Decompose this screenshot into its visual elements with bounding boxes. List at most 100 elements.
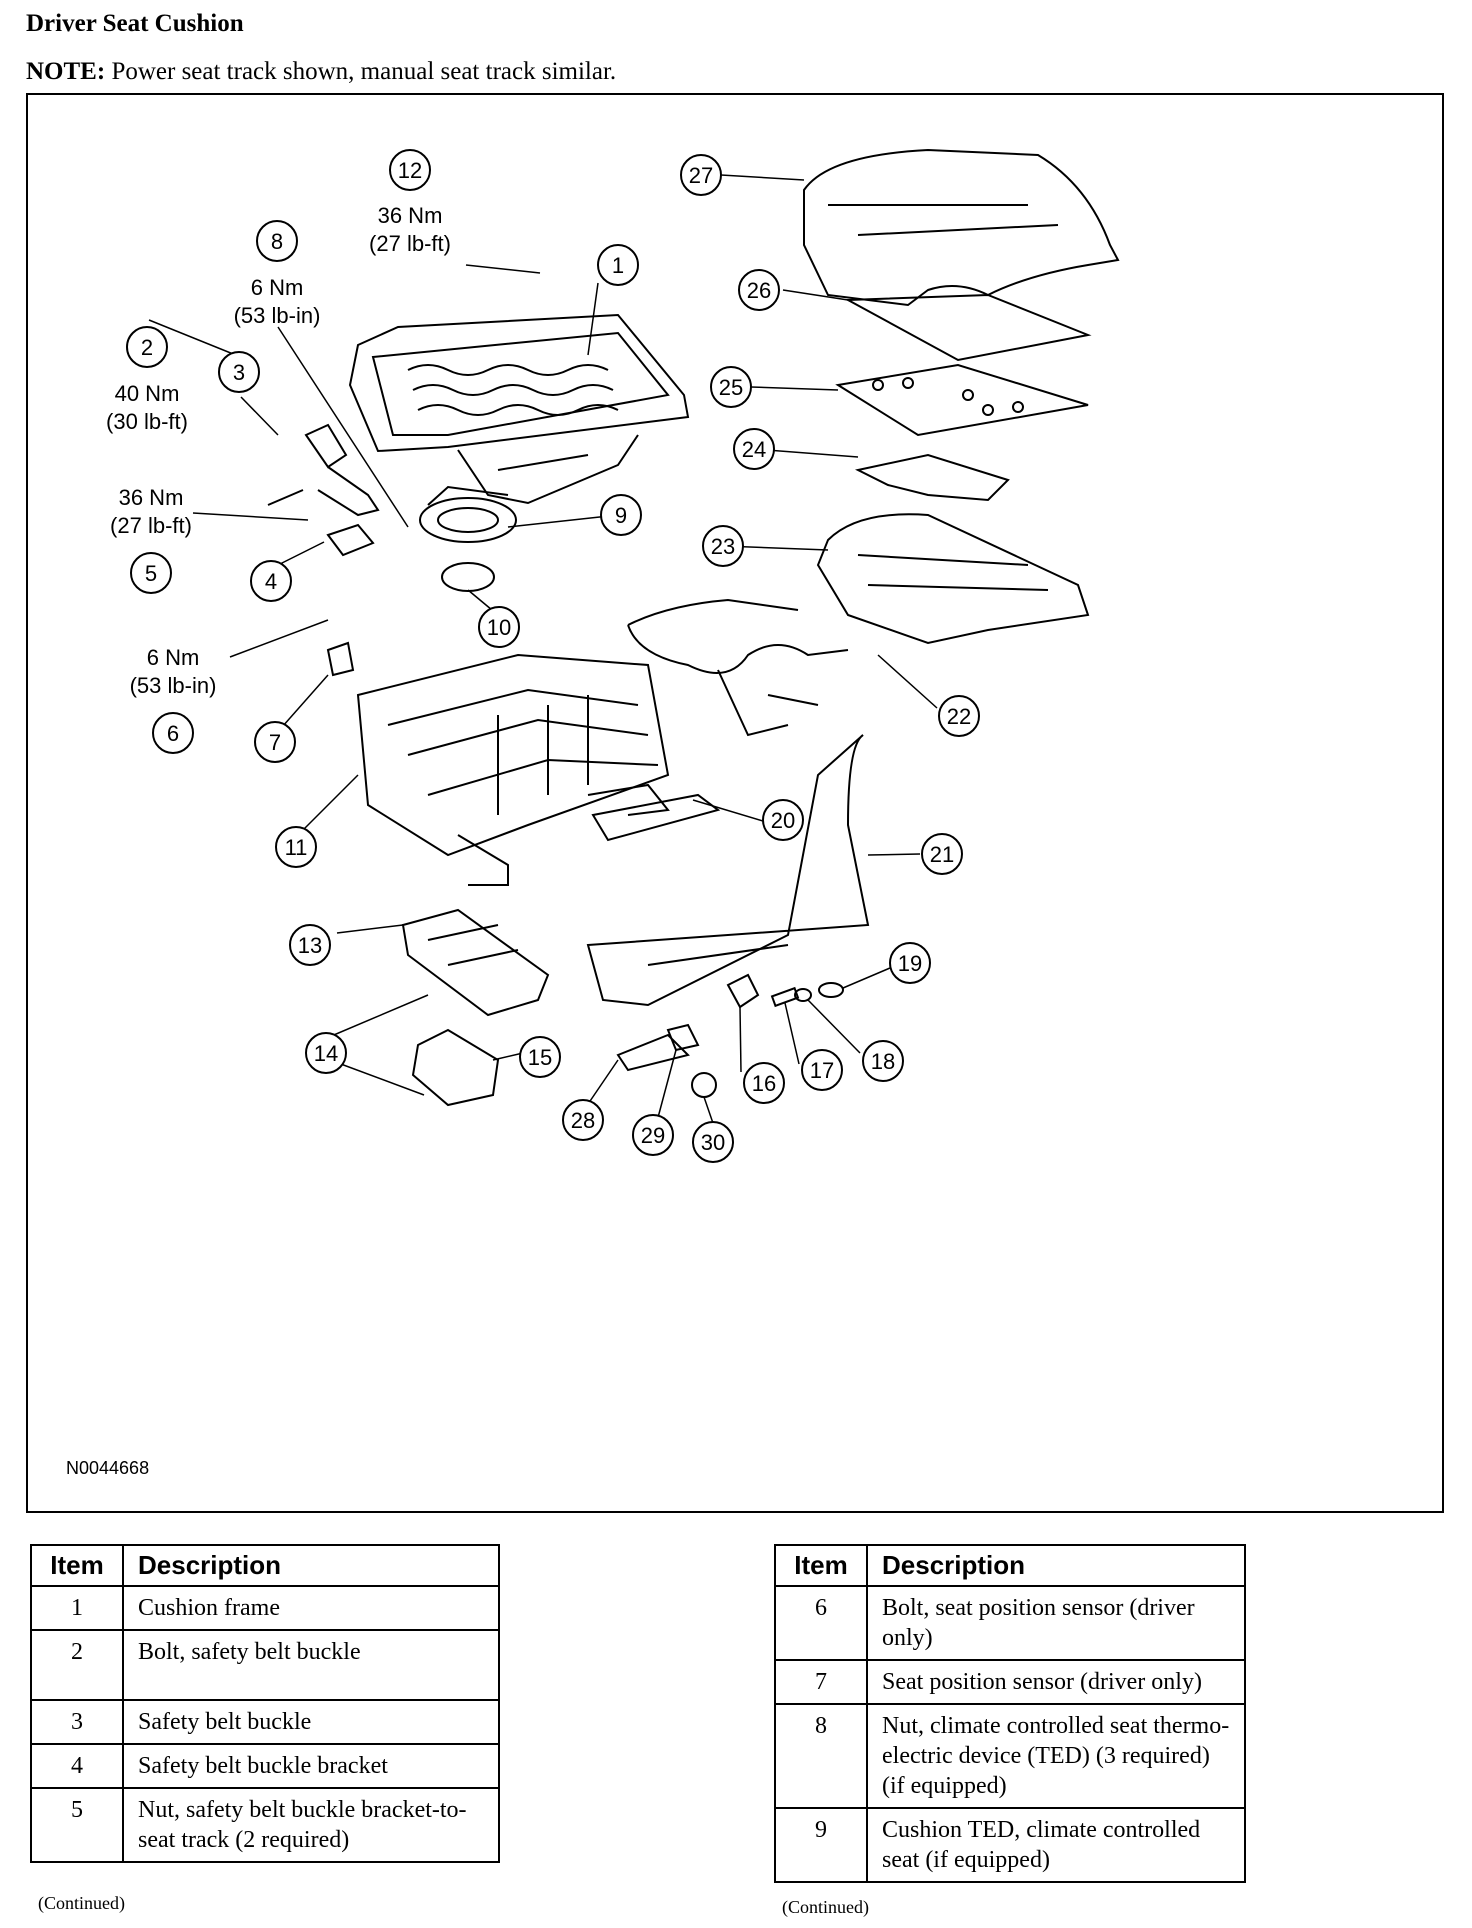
- item-description: Seat position sensor (driver only): [866, 1659, 1246, 1705]
- svg-text:16: 16: [752, 1071, 776, 1096]
- header-item: Item: [774, 1544, 868, 1587]
- module-bracket-drawing: [401, 908, 550, 1017]
- torque-5-metric: 36 Nm: [119, 485, 184, 510]
- torque-8-imperial: (53 lb-in): [234, 303, 321, 328]
- lever-pivot-drawing: [666, 1023, 700, 1052]
- item-description: Cushion frame: [122, 1585, 500, 1631]
- seat-track-drawing: [356, 653, 670, 886]
- header-item: Item: [30, 1544, 124, 1587]
- svg-text:17: 17: [810, 1058, 834, 1083]
- callout-30: 30: [692, 1121, 734, 1163]
- belt-buckle-drawing: [267, 423, 380, 517]
- heater-mat-drawing: [844, 293, 1092, 362]
- module-bracket-detail: [427, 924, 519, 966]
- svg-text:26: 26: [747, 278, 771, 303]
- svg-text:22: 22: [947, 704, 971, 729]
- knob-drawing: [726, 973, 760, 1009]
- module-drawing: [411, 1028, 500, 1107]
- torque-6-imperial: (53 lb-in): [130, 673, 217, 698]
- callouts: 12 8 2 3 1 5 4 9 10 6 7 11 13 14 15 16 1…: [126, 149, 980, 1163]
- callout-2: 2: [126, 326, 168, 368]
- item-description: Cushion TED, climate controlled seat (if…: [866, 1807, 1246, 1883]
- svg-text:8: 8: [271, 229, 283, 254]
- callout-17: 17: [801, 1049, 843, 1091]
- callout-3: 3: [218, 351, 260, 393]
- sensor-drawing: [326, 641, 355, 677]
- item-number: 5: [30, 1787, 124, 1863]
- svg-text:10: 10: [487, 615, 511, 640]
- cushion-frame-drawing: [348, 313, 690, 505]
- svg-text:11: 11: [285, 835, 308, 860]
- callout-22: 22: [938, 695, 980, 737]
- note-text: Power seat track shown, manual seat trac…: [111, 58, 617, 85]
- callout-15: 15: [519, 1036, 561, 1078]
- svg-text:4: 4: [265, 569, 277, 594]
- support-plate-drawing: [855, 453, 1010, 502]
- diagram-drawing: 12 8 2 3 1 5 4 9 10 6 7 11 13 14 15 16 1…: [106, 148, 1120, 1163]
- torque-5-imperial: (27 lb-ft): [110, 513, 192, 538]
- note: NOTE: Power seat track shown, manual sea…: [26, 58, 616, 86]
- item-description: Bolt, safety belt buckle: [122, 1629, 500, 1701]
- svg-text:14: 14: [314, 1041, 338, 1066]
- callout-1: 1: [597, 244, 639, 286]
- callout-9: 9: [600, 494, 642, 536]
- svg-text:28: 28: [571, 1108, 595, 1133]
- svg-text:20: 20: [771, 808, 795, 833]
- item-number: 1: [30, 1585, 124, 1631]
- svg-text:19: 19: [898, 951, 922, 976]
- wire-harness-drawing: [627, 598, 849, 737]
- item-description: Safety belt buckle: [122, 1699, 500, 1745]
- callout-29: 29: [632, 1114, 674, 1156]
- callout-19: 19: [889, 942, 931, 984]
- buckle-bracket-drawing: [326, 523, 375, 557]
- pad-drawing: [835, 363, 1089, 437]
- item-description: Bolt, seat position sensor (driver only): [866, 1585, 1246, 1661]
- svg-text:30: 30: [701, 1130, 725, 1155]
- torque-6-metric: 6 Nm: [147, 645, 200, 670]
- button-18-drawing: [794, 988, 812, 1002]
- gasket-drawing: [441, 562, 495, 592]
- torque-12-metric: 36 Nm: [378, 203, 443, 228]
- svg-text:25: 25: [719, 375, 743, 400]
- svg-text:9: 9: [615, 503, 627, 528]
- callout-5: 5: [130, 552, 172, 594]
- svg-text:7: 7: [269, 730, 281, 755]
- item-number: 2: [30, 1629, 124, 1701]
- item-number: 4: [30, 1743, 124, 1789]
- torque-2-imperial: (30 lb-ft): [106, 409, 188, 434]
- header-description: Description: [122, 1544, 500, 1587]
- item-number: 8: [774, 1703, 868, 1809]
- side-shield-drawing: [586, 734, 870, 1007]
- svg-text:6: 6: [167, 721, 179, 746]
- cap-drawing: [691, 1072, 717, 1098]
- note-label: NOTE:: [26, 58, 106, 85]
- svg-text:13: 13: [298, 933, 322, 958]
- torque-2-metric: 40 Nm: [115, 381, 180, 406]
- cushion-pad-drawing: [816, 513, 1090, 645]
- callout-27: 27: [680, 154, 722, 196]
- callout-20: 20: [762, 799, 804, 841]
- page-title: Driver Seat Cushion: [26, 10, 244, 37]
- table-header-row: Item Description: [30, 1544, 500, 1587]
- svg-text:5: 5: [145, 561, 157, 586]
- svg-text:15: 15: [528, 1045, 552, 1070]
- callout-14: 14: [305, 1032, 347, 1074]
- item-number: 3: [30, 1699, 124, 1745]
- item-number: 7: [774, 1659, 868, 1705]
- lever-drawing: [616, 1033, 690, 1072]
- svg-text:18: 18: [871, 1049, 895, 1074]
- table-header-row: Item Description: [774, 1544, 1246, 1587]
- svg-text:23: 23: [711, 534, 735, 559]
- callout-21: 21: [921, 833, 963, 875]
- exploded-diagram: 12 8 2 3 1 5 4 9 10 6 7 11 13 14 15 16 1…: [26, 93, 1444, 1513]
- button-19-drawing: [818, 982, 844, 998]
